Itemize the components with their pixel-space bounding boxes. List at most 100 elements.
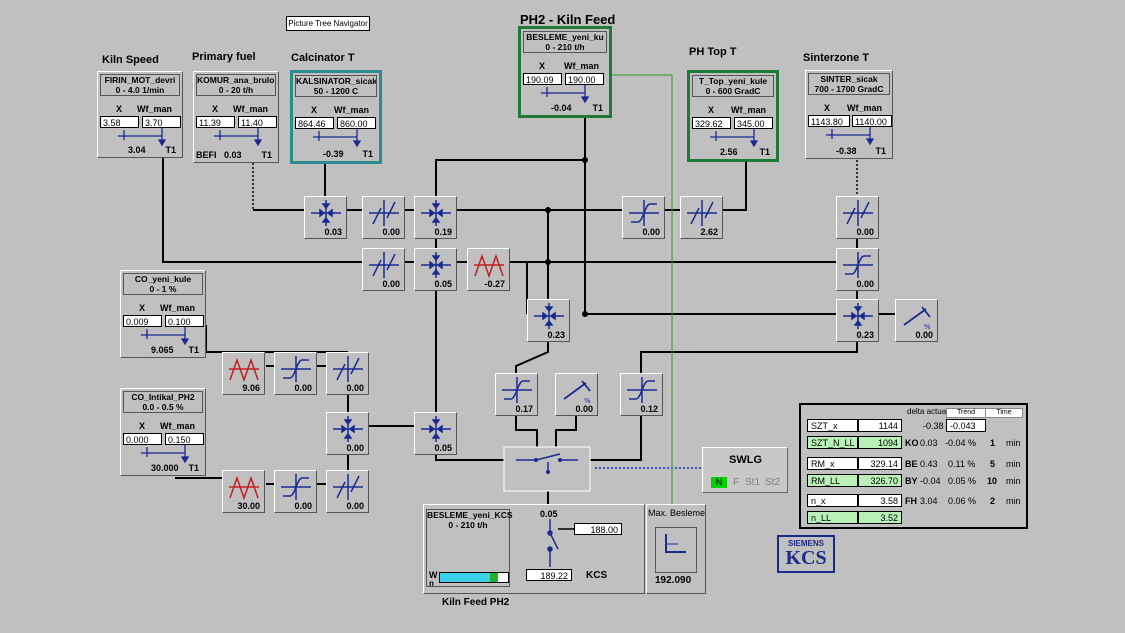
sum-block[interactable]: 0.03: [304, 196, 347, 239]
block-value: 0.12: [640, 404, 658, 414]
sum-block[interactable]: 0.19: [414, 196, 457, 239]
deadband-icon: [333, 356, 363, 382]
x-value: 1143.80: [808, 115, 850, 127]
block-value: 0.00: [382, 227, 400, 237]
heading-kiln-speed: Kiln Speed: [102, 54, 159, 66]
wf-man-input[interactable]: 0.100: [165, 315, 204, 327]
saturation-curve-icon: [629, 200, 659, 226]
wf-man-input[interactable]: 1140.00: [852, 115, 892, 127]
saturation-block[interactable]: 0.00: [274, 352, 317, 395]
block-value: 0.17: [515, 404, 533, 414]
row-code: BE: [905, 459, 918, 469]
deadband-icon: [369, 252, 399, 278]
deadband-block[interactable]: 0.00: [326, 352, 369, 395]
waveform-block[interactable]: 9.06: [222, 352, 265, 395]
wf-man-input[interactable]: 0.150: [165, 433, 204, 445]
summing-junction-icon: [421, 200, 451, 226]
ramp-block[interactable]: %0.00: [555, 373, 598, 416]
output-value: 9.065: [151, 345, 174, 355]
saturation-block[interactable]: 0.00: [274, 470, 317, 513]
deadband-block[interactable]: 0.00: [362, 196, 405, 239]
saturation-curve-icon: [281, 356, 311, 382]
saturation-block[interactable]: 0.17: [495, 373, 538, 416]
output-value: 30.000: [151, 463, 179, 473]
mode-label: T1: [592, 103, 603, 113]
deadband-block[interactable]: 2.62: [680, 196, 723, 239]
sum-block[interactable]: 0.00: [326, 412, 369, 455]
svg-text:%: %: [584, 397, 591, 403]
swlg-f-option[interactable]: F: [733, 477, 740, 488]
kiln-feed-setpoint[interactable]: 188.00: [574, 523, 622, 535]
row-name: n_LL: [807, 511, 858, 524]
wf-man-input[interactable]: 860.00: [337, 117, 376, 129]
summing-junction-icon: [333, 416, 363, 442]
output-value: 2.56: [720, 147, 738, 157]
sum-block[interactable]: 0.23: [527, 299, 570, 342]
control-line-icon: [313, 129, 362, 148]
mode-label: T1: [261, 150, 272, 160]
kiln-feed-tag-box: BESLEME_yeni_KCS 0 - 210 t/h W n: [426, 509, 513, 588]
block-value: 0.05: [434, 279, 452, 289]
row-value: 1094: [858, 436, 902, 449]
x-value: 3.58: [100, 116, 139, 128]
sum-block[interactable]: 0.05: [414, 412, 457, 455]
heading-primary-fuel: Primary fuel: [192, 51, 256, 63]
x-value: 0.009: [123, 315, 162, 327]
x-label: X: [824, 103, 831, 113]
swlg-panel[interactable]: SWLG N F St1 St2: [702, 447, 788, 493]
column-delta-actual: delta actual: [907, 407, 948, 416]
max-besleme-panel[interactable]: Max. Besleme 192.090: [646, 504, 706, 594]
waveform-block[interactable]: -0.27: [467, 248, 510, 291]
kiln-feed-mode: KCS: [586, 570, 608, 581]
summing-junction-icon: [534, 303, 564, 329]
row-delta: 3.04: [920, 496, 938, 506]
output-value: 3.04: [128, 145, 146, 155]
deadband-block[interactable]: 0.00: [836, 196, 879, 239]
control-line-icon: [826, 127, 875, 146]
deadband-block[interactable]: 0.00: [362, 248, 405, 291]
x-value: 0.000: [123, 433, 162, 445]
mode-label: T1: [165, 145, 176, 155]
block-value: 0.00: [856, 227, 874, 237]
waveform-icon: [229, 357, 259, 382]
deadband-block[interactable]: 0.00: [326, 470, 369, 513]
row-trend: 0.06 %: [948, 496, 977, 506]
kiln-feed-panel[interactable]: BESLEME_yeni_KCS 0 - 210 t/h W n 0.05 18…: [423, 504, 645, 594]
swlg-st2-option[interactable]: St2: [765, 477, 781, 488]
block-value: 30.00: [237, 501, 260, 511]
mode-label: T1: [875, 146, 886, 156]
sum-block[interactable]: 0.05: [414, 248, 457, 291]
saturation-block[interactable]: 0.00: [622, 196, 665, 239]
swlg-n-indicator[interactable]: N: [711, 477, 727, 488]
wf-man-input[interactable]: 345.00: [734, 117, 773, 129]
deadband-icon: [687, 200, 717, 226]
saturation-block[interactable]: 0.12: [620, 373, 663, 416]
wf-man-input[interactable]: 3.70: [142, 116, 181, 128]
waveform-block[interactable]: 30.00: [222, 470, 265, 513]
row-value: 1144: [858, 419, 902, 432]
saturation-block[interactable]: 0.00: [836, 248, 879, 291]
picture-tree-navigator-button[interactable]: Picture Tree Navigator: [286, 16, 370, 31]
wf-man-input[interactable]: 11.40: [238, 116, 277, 128]
swlg-st1-option[interactable]: St1: [745, 477, 761, 488]
x-label: X: [139, 421, 146, 431]
summing-junction-icon: [311, 200, 341, 226]
wf-man-input[interactable]: 190.00: [565, 73, 604, 85]
row-trend: 0.05 %: [948, 476, 977, 486]
sum-block[interactable]: 0.23: [836, 299, 879, 342]
output-value: -0.04: [551, 103, 572, 113]
ramp-block[interactable]: %0.00: [895, 299, 938, 342]
